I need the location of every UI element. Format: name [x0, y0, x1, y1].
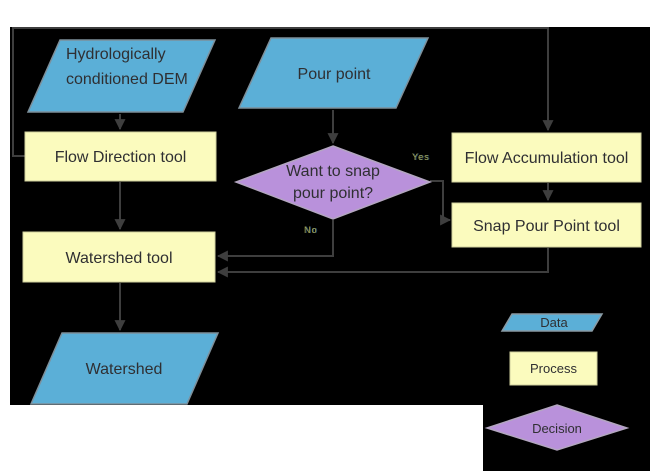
watershed-parallelogram: [29, 332, 220, 405]
flow-direction-box: [24, 131, 217, 182]
dem-parallelogram: [26, 39, 217, 113]
decision-diamond: [233, 145, 433, 220]
legend-data-label: Data: [540, 315, 568, 330]
yes-edge-label: Yes: [412, 152, 430, 162]
legend-data-parallelogram: [500, 313, 604, 332]
edge-flowdirection-to-flowaccumulation: [12, 27, 554, 157]
snap-pour-point-label: Snap Pour Point tool: [473, 218, 620, 235]
edge-decision-no-to-watershedtool: [216, 220, 334, 262]
flow-direction-label: Flow Direction tool: [54, 149, 187, 166]
edge-snappourpoint-to-watershedtool: [216, 248, 549, 278]
flow-accumulation-box: [451, 132, 642, 183]
pour-point-parallelogram: [237, 37, 430, 109]
watershed-tool-label: Watershed tool: [65, 250, 173, 267]
legend-process-label: Process: [530, 361, 577, 376]
dem-label: Hydrologically conditioned DEM: [66, 46, 188, 88]
watershed-tool-box: [22, 231, 216, 283]
legend-process-box: [509, 351, 598, 386]
watershed-label: Watershed: [85, 361, 163, 378]
legend-decision-label: Decision: [532, 421, 582, 436]
decision-label: Want to snap pour point?: [286, 163, 380, 202]
legend-decision-diamond: [484, 404, 630, 451]
flow-accumulation-label: Flow Accumulation tool: [464, 150, 629, 167]
no-edge-label: No: [304, 225, 318, 235]
pour-point-label: Pour point: [297, 66, 371, 83]
edge-decision-yes-to-snappourpoint: [430, 180, 452, 226]
snap-pour-point-box: [451, 202, 642, 248]
